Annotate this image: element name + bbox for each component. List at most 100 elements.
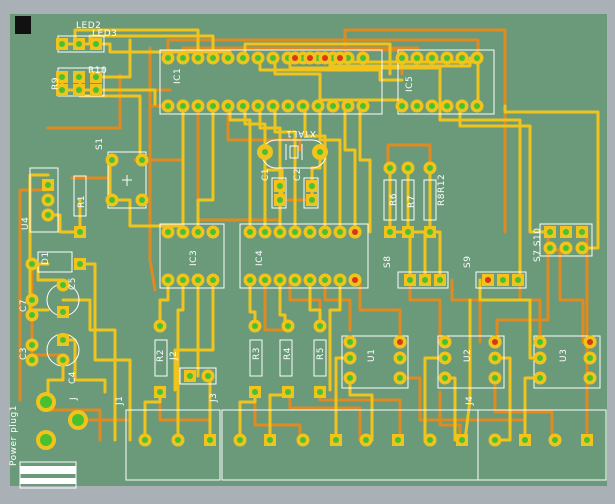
ic3-pad: [206, 273, 220, 287]
ic1-pad: [221, 51, 235, 65]
u4-pad: [41, 208, 55, 222]
c3-pad: [25, 353, 39, 367]
connector-pad: [264, 434, 276, 446]
ic5-pad: [455, 51, 469, 65]
j2-pad: [201, 369, 215, 383]
ic4-pad: [303, 225, 317, 239]
label-s7s10: S7 S10: [533, 228, 543, 262]
label-ic4: IC4: [255, 250, 265, 266]
ic5-pad: [395, 51, 409, 65]
header-pad: [559, 241, 573, 255]
led-pad: [90, 38, 102, 50]
resistor-pad: [313, 319, 327, 333]
resistor-pad: [402, 226, 414, 238]
ic5-pad: [470, 99, 484, 113]
ic4-pad: [258, 225, 272, 239]
u3-pad: [533, 351, 547, 365]
s9-pad: [512, 274, 524, 286]
header-pad: [543, 241, 557, 255]
u2-pad: [488, 371, 502, 385]
header-pad: [575, 241, 589, 255]
power-plug-pad: [68, 410, 88, 430]
connector-pad: [138, 433, 152, 447]
label-j4: J4: [465, 396, 475, 406]
ic1-pad: [206, 51, 220, 65]
power-plug-pad: [36, 430, 56, 450]
resistor-pad: [281, 319, 295, 333]
s1-pad: [135, 153, 149, 167]
connector-pad: [456, 434, 468, 446]
resistor-pad: [90, 71, 102, 83]
connector-pad: [488, 433, 502, 447]
s8-pad: [434, 274, 446, 286]
label-r2: R2: [156, 349, 166, 362]
header-pad: [576, 226, 588, 238]
label-c5: C5: [68, 277, 78, 290]
ic4-pad: [288, 273, 302, 287]
ic1-pad: [281, 99, 295, 113]
xtal-pad: [257, 144, 273, 160]
ic5-pad: [425, 99, 439, 113]
connector-pad: [423, 433, 437, 447]
ic5-pad: [440, 51, 454, 65]
connector-pad: [330, 434, 342, 446]
s1-pad: [135, 193, 149, 207]
j2-pad: [184, 370, 196, 382]
ic1-pad: [303, 51, 317, 65]
u1-pad: [393, 335, 407, 349]
ic1-pad: [288, 51, 302, 65]
crystal-symbol: [285, 144, 303, 160]
u1-pad: [393, 351, 407, 365]
label-c1: C1: [261, 168, 271, 181]
resistor-pad: [154, 386, 166, 398]
resistor-pad: [73, 71, 85, 83]
label-r8r12: R8R12: [437, 174, 447, 206]
resistor-pad: [248, 319, 262, 333]
ic1-pad: [176, 51, 190, 65]
led-pad: [56, 38, 68, 50]
ic1-pad: [318, 51, 332, 65]
resistor-pad: [384, 226, 396, 238]
connector-pad: [171, 433, 185, 447]
ic1-pad: [333, 51, 347, 65]
ic4-pad: [318, 273, 332, 287]
u3-pad: [583, 335, 597, 349]
resistor-pad: [153, 319, 167, 333]
u1-pad: [343, 335, 357, 349]
ic4-pad: [243, 225, 257, 239]
c1-pad: [274, 194, 286, 206]
s9-pad: [482, 274, 494, 286]
resistor-pad: [90, 84, 102, 96]
c7-pad: [25, 308, 39, 322]
ic1-pad: [296, 99, 310, 113]
label-j1: J1: [115, 396, 125, 406]
label-j2: J2: [169, 351, 179, 361]
silkscreen-outlines: [19, 35, 607, 489]
ic4-pad: [273, 273, 287, 287]
u1-pad: [343, 351, 357, 365]
label-r5: R5: [316, 347, 326, 360]
u4-pad: [42, 179, 54, 191]
label-c7: C7: [19, 299, 29, 312]
connector-pad: [392, 434, 404, 446]
ic1-pad: [251, 99, 265, 113]
label-r4: R4: [283, 347, 293, 360]
d1-pad: [25, 257, 39, 271]
ic4-pad: [288, 225, 302, 239]
connector-pad: [204, 434, 216, 446]
label-u3: U3: [559, 349, 569, 362]
connector-pad: [233, 433, 247, 447]
ic1-pad: [326, 99, 340, 113]
s8-pad: [419, 274, 431, 286]
ic1-pad: [206, 99, 220, 113]
label-r3: R3: [252, 347, 262, 360]
ic5-pad: [455, 99, 469, 113]
ic1-pad: [236, 99, 250, 113]
label-r7: R7: [407, 195, 417, 208]
u1-pad: [343, 371, 357, 385]
power-plug-body: [20, 466, 76, 484]
c7-pad: [25, 293, 39, 307]
u3-pad: [533, 335, 547, 349]
s9-pad: [497, 274, 509, 286]
label-r1: R1: [77, 195, 87, 208]
